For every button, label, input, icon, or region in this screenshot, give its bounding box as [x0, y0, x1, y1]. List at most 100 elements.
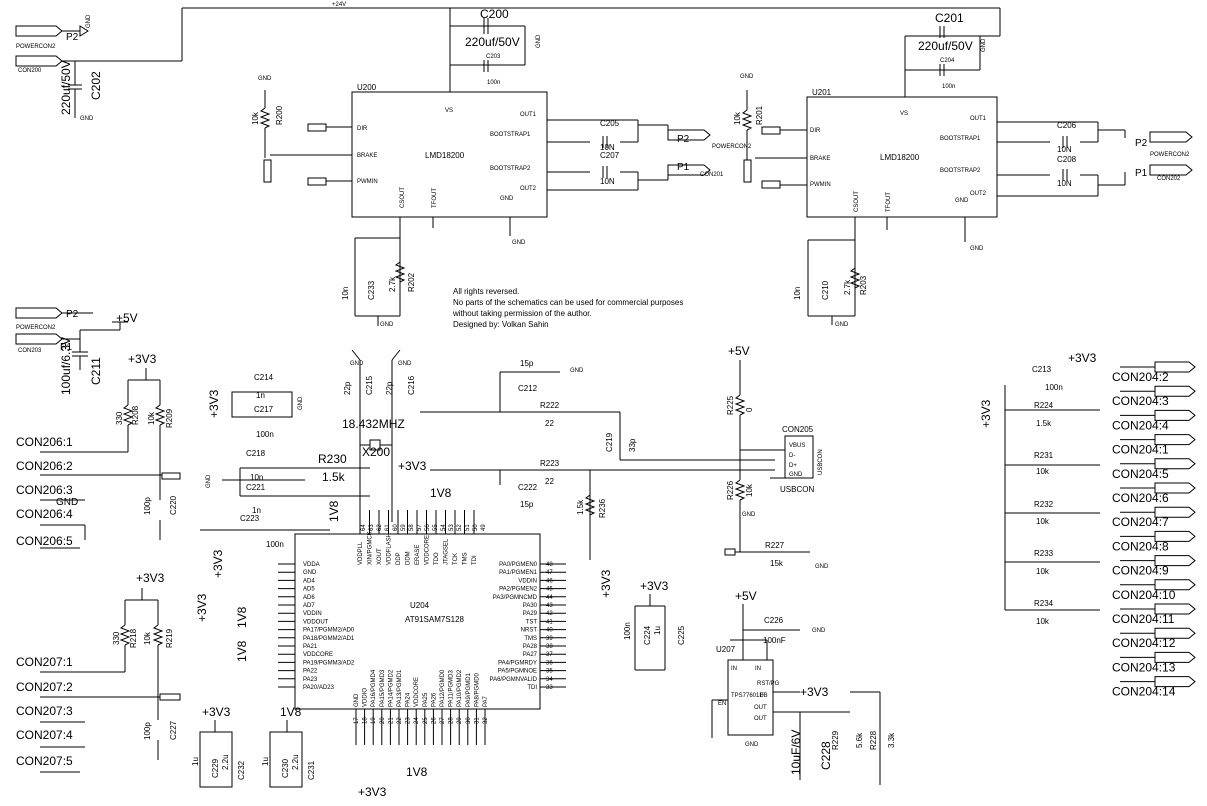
u204-left-pin: PA21 [303, 644, 318, 650]
svg-text:R233: R233 [1034, 549, 1054, 558]
u204-top-pin-number: 56 [425, 524, 431, 531]
u204-top-pin: VDDPLL [358, 541, 364, 565]
svg-text:POWERCON2: POWERCON2 [1150, 152, 1190, 158]
svg-text:GND: GND [56, 497, 78, 508]
svg-text:+3V3: +3V3 [800, 685, 829, 699]
con207-block: +3V3 330 R218 10k R219 100p C227 [40, 571, 181, 773]
svg-text:BRAKE: BRAKE [357, 153, 377, 159]
svg-text:10k: 10k [745, 483, 754, 497]
svg-text:C204: C204 [940, 58, 955, 64]
u204-left-pin: PA23 [303, 677, 318, 683]
u207-chip: U207 IN IN RST/PG FB OUT OUT EN TPS77601… [711, 589, 896, 785]
svg-text:C229: C229 [211, 758, 220, 778]
svg-text:R218: R218 [129, 628, 138, 648]
c206-capacitor: C206 10N [1057, 121, 1077, 154]
u204-right-pin-number: 44 [546, 595, 553, 601]
con204-label: CON204:2 [1112, 370, 1169, 384]
svg-text:C208: C208 [1057, 155, 1077, 164]
u204-right-pin: TST [526, 619, 538, 625]
u204-bottom-pin-number: 24 [414, 717, 420, 724]
svg-text:1u: 1u [653, 626, 662, 635]
u204-left-pin: VDDA [303, 562, 320, 568]
svg-text:1.5k: 1.5k [1036, 419, 1052, 428]
svg-text:1V8: 1V8 [406, 765, 428, 779]
svg-text:22: 22 [545, 419, 554, 428]
svg-text:IN: IN [731, 666, 737, 672]
svg-text:C210: C210 [821, 280, 830, 300]
svg-text:GND: GND [981, 38, 987, 52]
svg-text:10k: 10k [143, 631, 152, 645]
svg-text:R208: R208 [131, 405, 140, 425]
svg-text:220uf/50V: 220uf/50V [59, 60, 73, 115]
svg-text:CON207:5: CON207:5 [16, 754, 73, 768]
u204-right-pin: PA6/PGMNVALID [490, 677, 538, 683]
con204-flag [1154, 651, 1196, 663]
svg-text:C206: C206 [1057, 121, 1077, 130]
u204-right-pin-number: 42 [546, 611, 553, 617]
svg-text:100nF: 100nF [763, 636, 786, 645]
svg-text:OUT: OUT [754, 705, 767, 711]
svg-text:GND: GND [350, 361, 364, 367]
svg-text:+3V3: +3V3 [202, 705, 231, 719]
u200-input-flags [263, 123, 352, 186]
con204-flag [1154, 385, 1196, 397]
svg-text:C216: C216 [407, 375, 416, 395]
svg-text:GND: GND [570, 368, 584, 374]
u204-bottom-pin-number: 26 [431, 717, 437, 724]
svg-text:220uf/50V: 220uf/50V [465, 35, 520, 49]
svg-text:C223: C223 [240, 514, 260, 523]
x200-crystal: 18.432MHZ X200 [342, 349, 405, 522]
svg-text:BOOTSTRAP2: BOOTSTRAP2 [490, 166, 531, 172]
con204-flag [1154, 409, 1196, 421]
svg-text:POWERCON2: POWERCON2 [16, 44, 56, 50]
u204-chip: U204 AT91SAM7S128 [294, 533, 541, 710]
u204-right-pin: PA5/PGMNOE [498, 669, 537, 675]
svg-text:CON206:3: CON206:3 [16, 483, 73, 497]
u204-left-pin: AD5 [303, 587, 315, 593]
svg-text:GND: GND [86, 14, 92, 28]
svg-text:C201: C201 [935, 11, 964, 25]
svg-text:GND: GND [500, 196, 514, 202]
svg-text:CON206:2: CON206:2 [16, 459, 73, 473]
svg-text:TFOUT: TFOUT [432, 188, 438, 208]
r201-resistor: 10k R201 GND [733, 74, 764, 131]
u204-top-pin-number: 52 [457, 524, 463, 531]
svg-text:C226: C226 [764, 616, 784, 625]
u204-top-pin-number: 62 [377, 524, 383, 531]
c218-c221-r230: C218 10n C221 1n R230 1.5k GND [206, 449, 370, 515]
u204-top-pin-number: 51 [465, 524, 471, 531]
u204-right-pin: PA3/PGMNCMD [493, 595, 538, 601]
u204-right-pin: VDDIN [518, 578, 537, 584]
con204-label: CON204:11 [1112, 612, 1175, 626]
svg-text:1V8: 1V8 [235, 606, 249, 628]
con204-flag [1154, 603, 1196, 615]
u204-left-pin: VDDCORE [303, 652, 333, 658]
svg-text:C211: C211 [89, 357, 103, 385]
svg-text:10N: 10N [1057, 145, 1072, 154]
p2-port-5v: P2 POWERCON2 CON203 P1 +5V 100uf/6.3V C2… [15, 307, 138, 395]
svg-text:CON202: CON202 [1157, 176, 1181, 182]
svg-text:PWMIN: PWMIN [357, 179, 378, 185]
svg-text:CON207:3: CON207:3 [16, 704, 73, 718]
svg-text:POWERCON2: POWERCON2 [16, 325, 56, 331]
svg-text:1.5k: 1.5k [322, 470, 346, 484]
svg-text:R200: R200 [275, 105, 284, 125]
u204-left-pins: VDDAGNDAD4AD5AD6AD7VDDINVDDOUTPA17/PGMM2… [278, 562, 355, 691]
u204-bottom-pin-number: 18 [363, 717, 369, 724]
svg-text:BOOTSTRAP1: BOOTSTRAP1 [490, 132, 531, 138]
svg-text:X200: X200 [362, 445, 390, 459]
u204-right-pin-number: 37 [546, 652, 553, 658]
u204-bottom-pin-number: 32 [483, 717, 489, 724]
svg-text:18.432MHZ: 18.432MHZ [342, 417, 405, 431]
svg-text:100n: 100n [256, 430, 274, 439]
svg-text:U207: U207 [716, 645, 736, 654]
svg-text:P1: P1 [1135, 168, 1148, 179]
svg-text:C202: C202 [89, 71, 103, 100]
svg-text:100p: 100p [143, 722, 152, 740]
svg-text:C233: C233 [367, 280, 376, 300]
c205-capacitor: C205 10N [600, 119, 620, 152]
svg-text:R231: R231 [1034, 451, 1054, 460]
svg-text:CON207:4: CON207:4 [16, 728, 73, 742]
con204-label: CON204:3 [1112, 394, 1169, 408]
svg-text:R201: R201 [755, 105, 764, 125]
